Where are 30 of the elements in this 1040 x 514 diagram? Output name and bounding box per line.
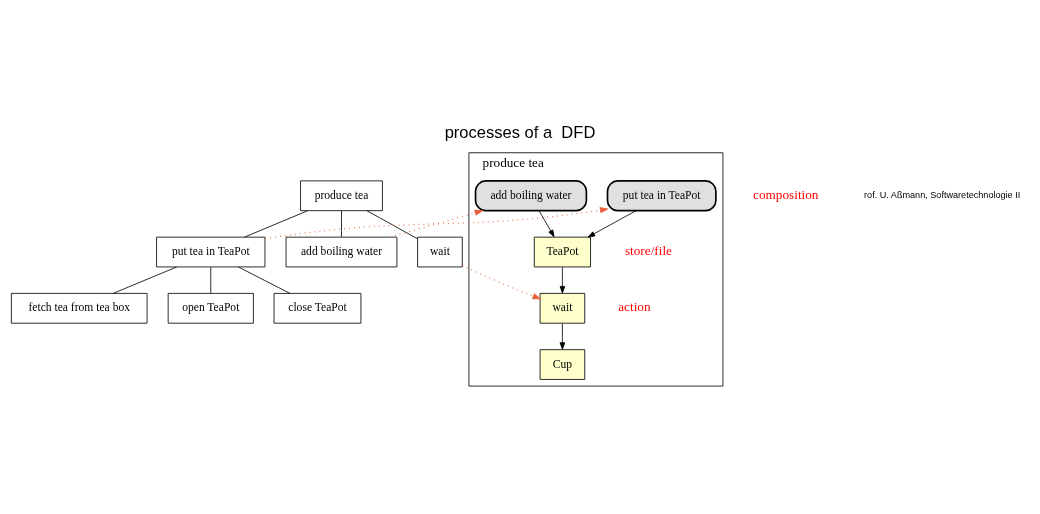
connector (341, 210, 342, 238)
arrow (389, 209, 484, 238)
node-box: fetch tea from tea box (10, 293, 148, 324)
node-box: wait (539, 293, 586, 324)
label: rof. U. Aßmann, Softwaretechnologie II (864, 190, 1021, 201)
connector (238, 266, 291, 294)
label: composition (753, 186, 819, 202)
arrow (559, 266, 566, 294)
node-label: action (618, 299, 651, 315)
connector (366, 210, 418, 240)
arrow (264, 207, 610, 240)
arrow (587, 210, 637, 238)
node-box: TeaPot (533, 236, 591, 268)
diagram-title: processes of a DFD (444, 122, 596, 142)
node-box: Cup (539, 349, 586, 380)
node-box: put tea in TeaPot (156, 236, 266, 268)
node-box: add boiling water (285, 236, 398, 268)
node-box: put tea in TeaPot (606, 180, 717, 212)
node-box: add boiling water (474, 180, 588, 212)
arrow (559, 323, 566, 350)
connector (210, 266, 212, 294)
node-box: produce tea (300, 180, 383, 212)
connector (112, 266, 177, 294)
node-box: close TeaPot (273, 293, 362, 324)
node-label: store/file (624, 243, 672, 259)
arrow (538, 210, 555, 238)
node-box: open TeaPot (167, 293, 254, 324)
node-box: wait (417, 236, 463, 268)
arrow (461, 264, 542, 300)
connector (244, 210, 308, 238)
